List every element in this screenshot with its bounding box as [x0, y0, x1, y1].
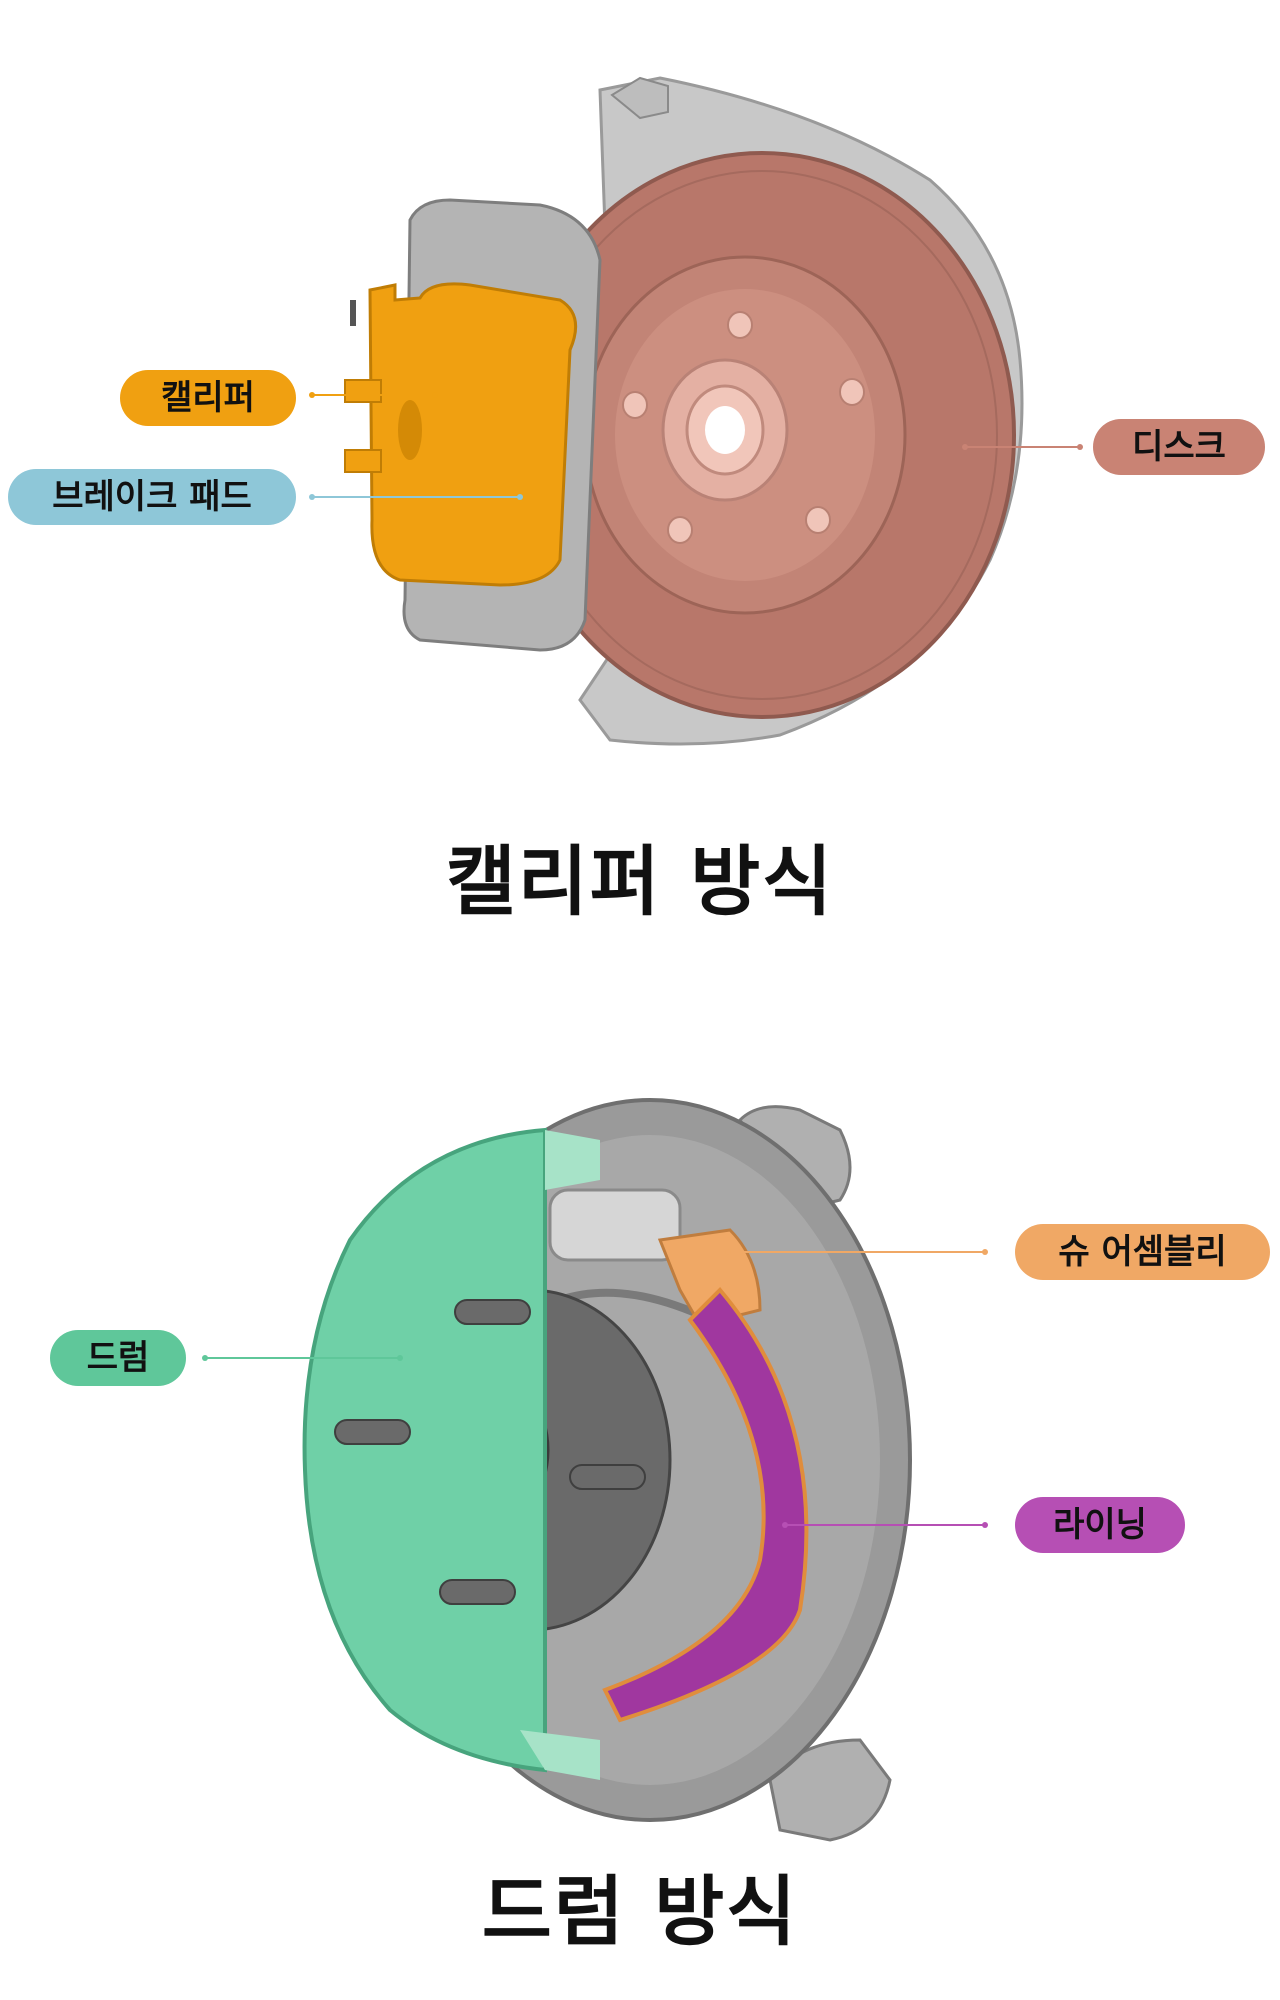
leader-lines: [309, 392, 1083, 500]
drum-section-title: 드럼 방식: [481, 1867, 799, 1956]
wheel-cylinder: [548, 1188, 682, 1262]
label-shoe-assembly: 슈 어셈블리: [1015, 1224, 1270, 1280]
label-lining: 라이닝: [1015, 1497, 1185, 1553]
wheel-studs: [622, 311, 865, 544]
brake-lining: [602, 1287, 809, 1723]
caliper-section-title: 캘리퍼 방식: [445, 837, 835, 926]
drum-brake-illustration: [202, 1098, 988, 1842]
caliper-brake-illustration: [309, 76, 1083, 746]
caliper-section: 캘리퍼 브레이크 패드 디스크 캘리퍼 방식: [0, 0, 1280, 960]
brake-drum: [302, 1127, 547, 1773]
label-disc: 디스크: [1093, 419, 1265, 475]
return-spring: [558, 1288, 702, 1319]
label-drum: 드럼: [50, 1330, 186, 1386]
leader-lines: [202, 1249, 988, 1528]
label-brake-pad: 브레이크 패드: [8, 469, 296, 525]
caliper-body: [368, 282, 578, 587]
shield-bracket: [610, 76, 669, 120]
drum-section: 슈 어셈블리 드럼 라이닝 드럼 방식: [0, 1040, 1280, 2000]
label-caliper: 캘리퍼: [120, 370, 296, 426]
wheel-studs: [334, 1299, 646, 1605]
